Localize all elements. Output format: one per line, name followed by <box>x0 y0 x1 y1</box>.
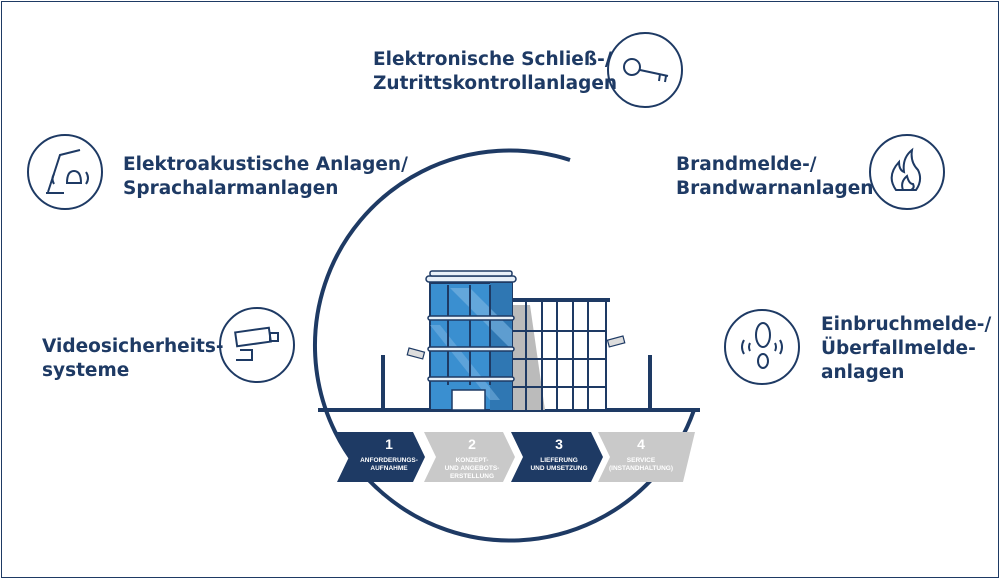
step-2-label: KONZEPT- <box>456 457 489 464</box>
label-line: Sprachalarmanlagen <box>123 178 339 199</box>
step-4-number: 4 <box>637 436 645 452</box>
camera-icon <box>219 307 295 383</box>
lamp-bell-icon <box>27 134 103 210</box>
key-icon <box>607 32 683 108</box>
label-intrusion-alarm: Einbruchmelde-/ Überfallmelde- anlagen <box>821 313 991 385</box>
step-4-label: SERVICE <box>627 457 656 464</box>
step-3-label: LIEFERUNG <box>540 457 578 464</box>
label-video-security: Videosicherheits- systeme <box>42 335 224 383</box>
label-line: Brandmelde-/ <box>676 154 817 175</box>
step-2-label: ERSTELLUNG <box>450 473 494 480</box>
step-2-number: 2 <box>468 436 476 452</box>
flame-icon <box>869 134 945 210</box>
step-1-shape <box>337 432 425 482</box>
label-fire-alarm: Brandmelde-/ Brandwarnanlagen <box>676 153 873 201</box>
step-4-shape <box>598 432 695 482</box>
step-4-label: (INSTANDHALTUNG) <box>609 465 673 472</box>
label-voice-alarm: Elektroakustische Anlagen/ Sprachalarman… <box>123 153 408 201</box>
label-line: Brandwarnanlagen <box>676 178 874 199</box>
step-3-shape <box>511 432 603 482</box>
process-steps <box>337 432 695 482</box>
footprint-icon <box>724 309 800 385</box>
label-line: Überfallmelde- <box>821 338 976 359</box>
label-line: systeme <box>42 360 130 381</box>
label-line: Videosicherheits- <box>42 336 224 357</box>
step-1-number: 1 <box>385 436 393 452</box>
process-circle <box>312 148 696 543</box>
label-line: Einbruchmelde-/ <box>821 314 992 335</box>
step-2-shape <box>424 432 515 482</box>
step-3-number: 3 <box>555 436 563 452</box>
step-1-label: ANFORDERUNGS- <box>360 457 418 464</box>
step-3-label: UND UMSETZUNG <box>530 465 587 472</box>
label-line: Elektroakustische Anlagen/ <box>123 154 408 175</box>
step-1-label: AUFNAHME <box>370 465 408 472</box>
label-line: anlagen <box>821 362 905 383</box>
step-2-label: UND ANGEBOTS- <box>445 465 500 472</box>
building-icon <box>406 270 626 411</box>
label-access-control: Elektronische Schließ-/ Zutrittskontroll… <box>373 48 617 96</box>
label-line: Elektronische Schließ-/ <box>373 49 612 70</box>
label-line: Zutrittskontrollanlagen <box>373 73 618 94</box>
